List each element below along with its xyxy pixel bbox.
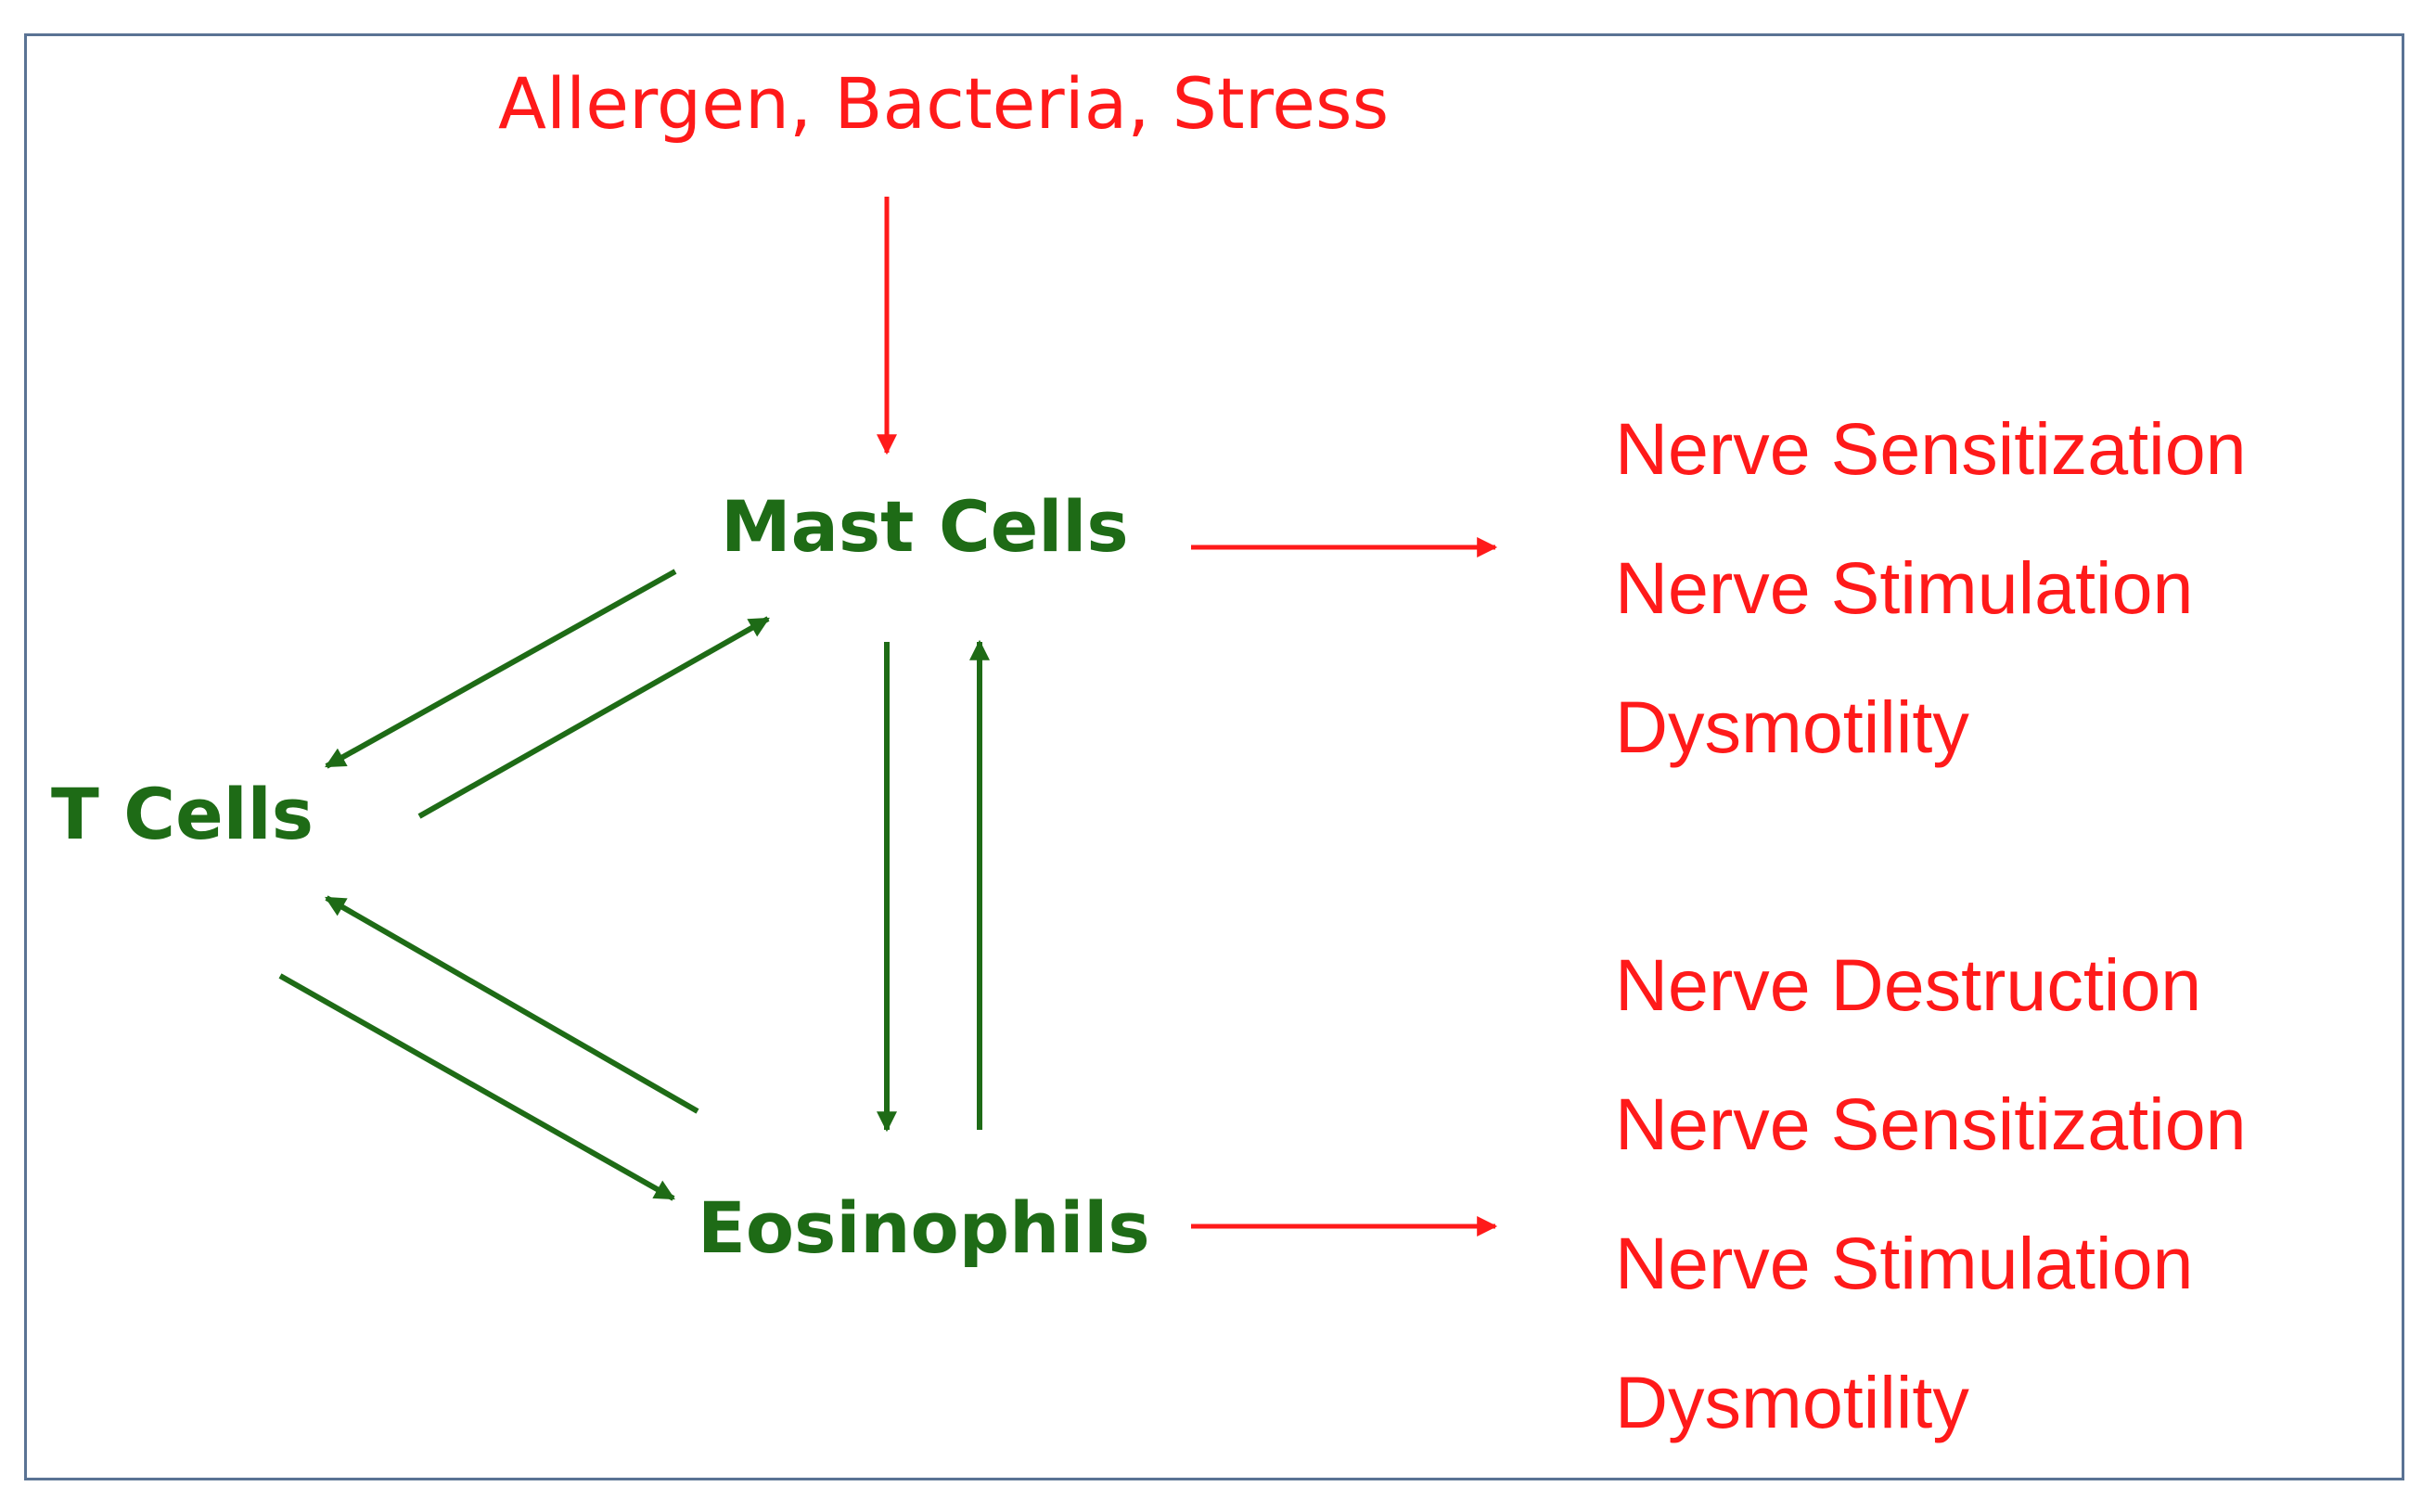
trigger-label: Allergen, Bacteria, Stress <box>498 62 1390 145</box>
eosinophil-effect-item: Nerve Stimulation <box>1615 1222 2194 1304</box>
diagram-frame <box>24 33 2404 1480</box>
arrow-eosinophils-to-t-cells <box>325 895 699 1114</box>
eosinophil-effect-item: Nerve Sensitization <box>1615 1083 2247 1165</box>
t-cells-node: T Cells <box>51 773 314 855</box>
mast-cell-effect-item: Nerve Sensitization <box>1615 407 2247 490</box>
arrow-t-cells-to-mast-cells <box>417 616 770 819</box>
eosinophil-effect-item: Dysmotility <box>1615 1361 1969 1443</box>
mast-cell-effect-item: Nerve Stimulation <box>1615 546 2194 629</box>
arrow-mast-cells-to-t-cells <box>325 569 677 769</box>
mast-cell-effect-item: Dysmotility <box>1615 686 1969 768</box>
arrow-t-cells-to-eosinophils <box>278 973 675 1201</box>
eosinophils-node: Eosinophils <box>698 1186 1150 1269</box>
eosinophil-effect-item: Nerve Destruction <box>1615 943 2202 1026</box>
mast-cells-node: Mast Cells <box>721 485 1129 568</box>
